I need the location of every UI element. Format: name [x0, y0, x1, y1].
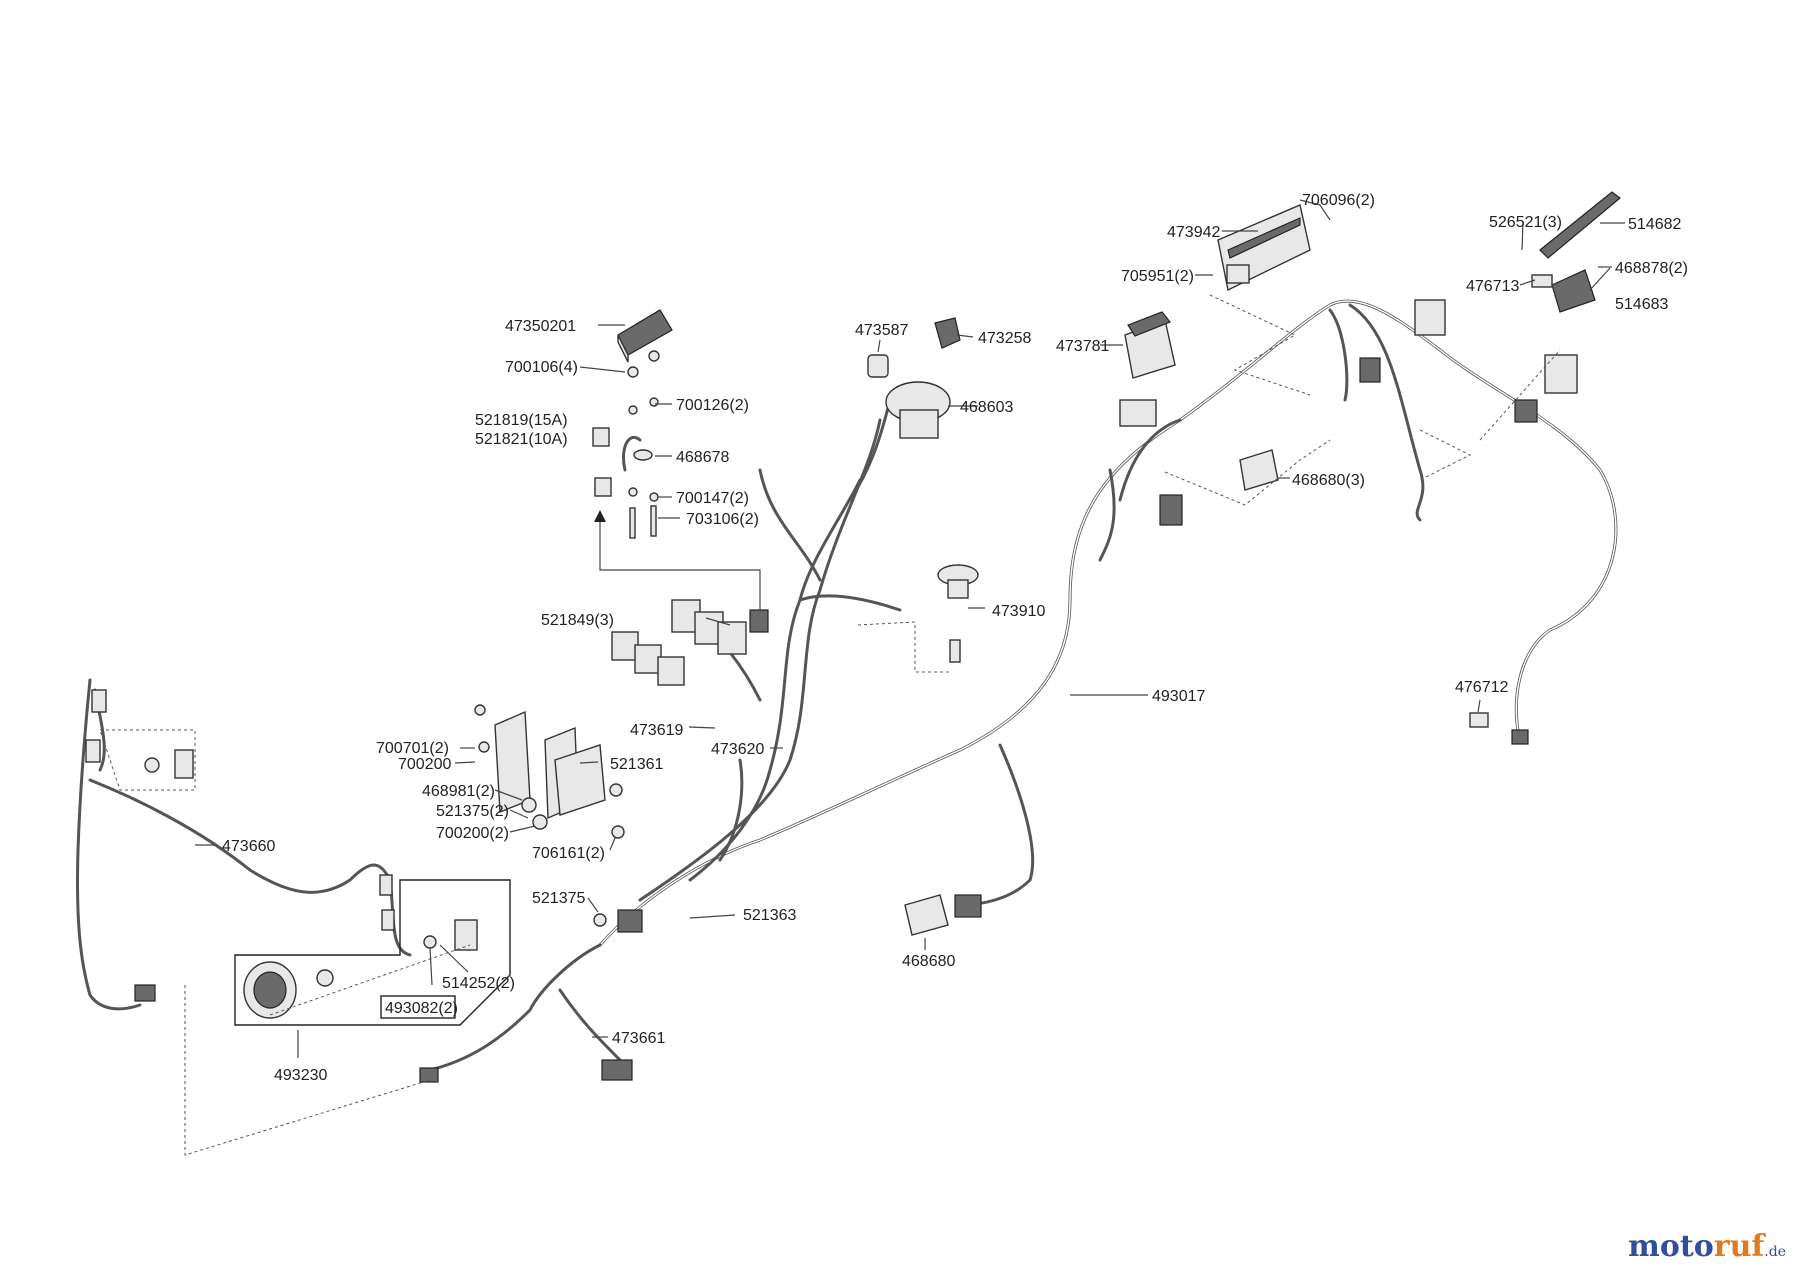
fuse-link-arrow: [594, 510, 761, 610]
label-521821: 521821(10A): [475, 431, 568, 448]
harness-473661: [428, 943, 622, 1072]
label-521849: 521849(3): [541, 612, 614, 629]
label-526521: 526521(3): [1489, 214, 1562, 231]
dashed-callout-lines: [184, 294, 1561, 1156]
label-473620: 473620: [711, 741, 764, 758]
label-473781: 473781: [1056, 338, 1109, 355]
label-468603: 468603: [960, 399, 1013, 416]
connector-521375: [593, 909, 643, 933]
main-harness-493017: [598, 299, 1618, 947]
harness-473620: [638, 398, 902, 902]
watermark-suffix: .de: [1764, 1244, 1786, 1260]
plug-473781b: [1119, 399, 1157, 427]
watermark-brand-a: moto: [1628, 1229, 1714, 1264]
label-468680-3: 468680(3): [1292, 472, 1365, 489]
part-labels: 706096(2) 473942 705951(2) 526521(3) 514…: [222, 192, 1688, 1084]
label-473660: 473660: [222, 838, 275, 855]
bracket-476713: [1531, 274, 1553, 288]
label-706096: 706096(2): [1302, 192, 1375, 209]
watermark-brand-b: ruf: [1713, 1229, 1765, 1264]
label-493082: 493082(2): [385, 1000, 458, 1017]
light-socket-detail: [99, 729, 196, 791]
label-468981: 468981(2): [422, 783, 495, 800]
label-473619: 473619: [630, 722, 683, 739]
leader-lines: [195, 199, 1625, 1058]
label-493082-box: [380, 995, 456, 1019]
connectors-right: [1159, 299, 1578, 526]
label-514252: 514252(2): [442, 975, 515, 992]
fuse-stack-hardware: [622, 350, 660, 539]
switch-473587: [867, 354, 889, 378]
headlight-assembly-493230: [85, 689, 633, 1083]
label-47350201: 47350201: [505, 318, 576, 335]
horn-473910: [937, 564, 979, 663]
motoruf-watermark: motoruf.de: [1628, 1229, 1786, 1264]
label-468878: 468878(2): [1615, 260, 1688, 277]
label-514683: 514683: [1615, 296, 1668, 313]
label-521375: 521375: [532, 890, 585, 907]
seat-switch-468680-3: [1239, 449, 1279, 491]
label-700106: 700106(4): [505, 359, 578, 376]
key-473258: [934, 317, 961, 349]
ignition-switch-468603: [885, 381, 951, 439]
label-473910: 473910: [992, 603, 1045, 620]
label-700701: 700701(2): [376, 740, 449, 757]
connector-476712: [1469, 712, 1529, 745]
relay-514683: [1551, 269, 1596, 313]
label-468678: 468678: [676, 449, 729, 466]
strip-514682: [1539, 191, 1621, 259]
label-493230: 493230: [274, 1067, 327, 1084]
label-700200: 700200: [398, 756, 451, 773]
label-476713: 476713: [1466, 278, 1519, 295]
label-493017: 493017: [1152, 688, 1205, 705]
label-700147: 700147(2): [676, 490, 749, 507]
label-473258: 473258: [978, 330, 1031, 347]
connector-473781: [1124, 311, 1176, 379]
label-703106: 703106(2): [686, 511, 759, 528]
fuse-cover-47350201: [617, 309, 673, 363]
label-700126: 700126(2): [676, 397, 749, 414]
label-521361: 521361: [610, 756, 663, 773]
label-700200-2: 700200(2): [436, 825, 509, 842]
label-473661: 473661: [612, 1030, 665, 1047]
label-473942: 473942: [1167, 224, 1220, 241]
label-521363: 521363: [743, 907, 796, 924]
label-468680: 468680: [902, 953, 955, 970]
label-521819: 521819(15A): [475, 412, 568, 429]
label-706161: 706161(2): [532, 845, 605, 862]
switch-468680: [904, 894, 982, 936]
label-521375-2: 521375(2): [436, 803, 509, 820]
label-514682: 514682: [1628, 216, 1681, 233]
relays-521849: [611, 599, 769, 686]
fuse-blocks-521819-521821: [592, 427, 612, 497]
label-476712: 476712: [1455, 679, 1508, 696]
label-705951: 705951(2): [1121, 268, 1194, 285]
control-module-473942: [1217, 204, 1311, 292]
label-473587: 473587: [855, 322, 908, 339]
